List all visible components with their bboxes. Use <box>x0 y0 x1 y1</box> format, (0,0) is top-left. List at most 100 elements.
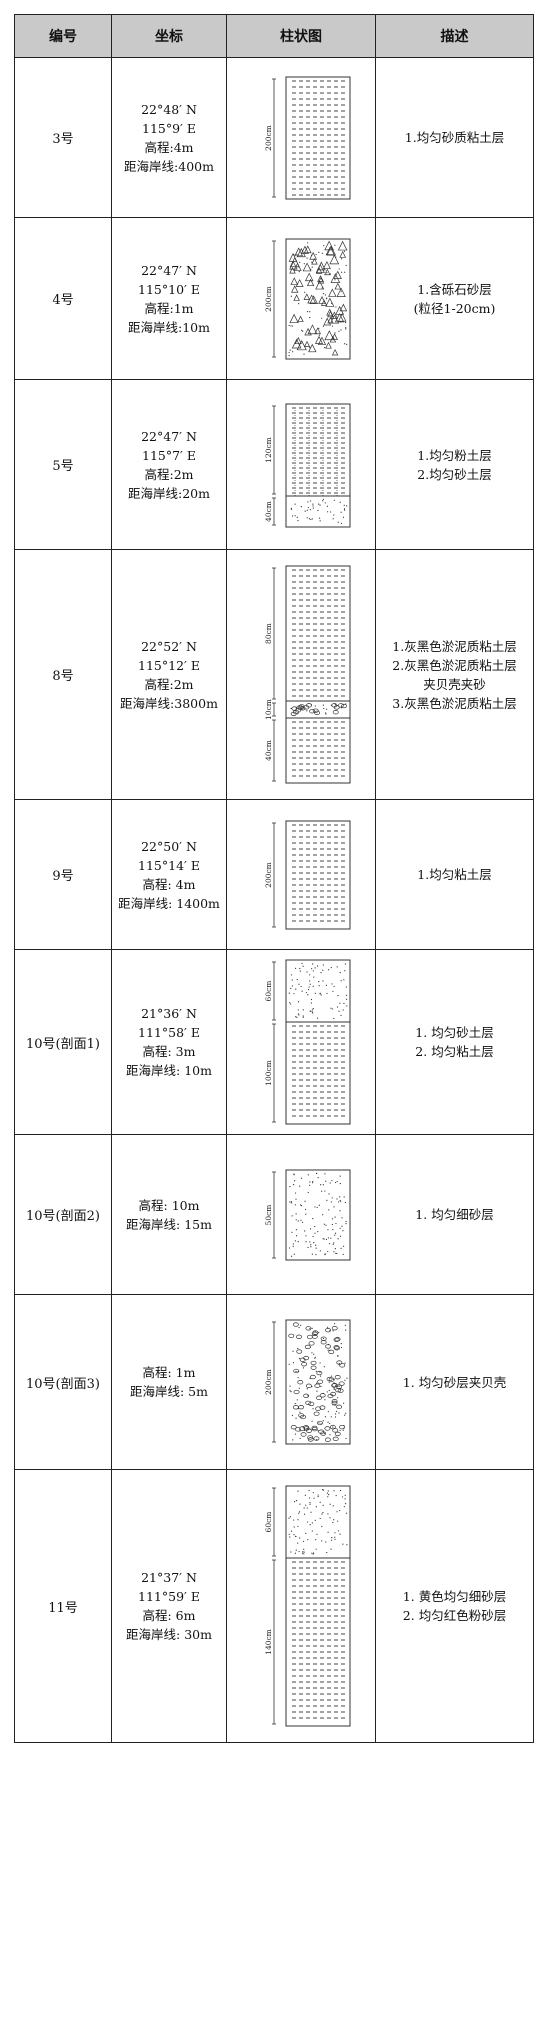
coordinate-line: 高程:1m <box>144 300 194 316</box>
table-row: 4号 22°47′ N 115°10′ E 高程:1m 距海岸线:10m 200cm 1.含… <box>14 217 534 380</box>
description-line: (粒径1-20cm) <box>413 300 496 316</box>
coordinate-line: 距海岸线: 1400m <box>118 895 220 911</box>
coordinate-line: 111°59′ E <box>138 1589 200 1604</box>
depth-label: 40cm <box>264 501 273 522</box>
description-line: 1. 黄色均匀细砂层 <box>402 1589 507 1604</box>
strata-column-diagram: 120cm 40cm <box>264 403 351 527</box>
strata-layer <box>285 700 351 718</box>
site-coordinates: 22°47′ N 115°10′ E 高程:1m 距海岸线:10m <box>111 217 227 380</box>
strata-column-diagram: 50cm <box>264 1169 351 1260</box>
layer-description: 1. 均匀细砂层 <box>375 1134 534 1295</box>
description-line: 2.均匀砂土层 <box>417 466 492 482</box>
coordinate-line: 高程: 1m <box>142 1365 196 1380</box>
site-code: 10号(剖面1) <box>14 949 112 1135</box>
header-column-chart: 柱状图 <box>226 14 376 58</box>
strata-layer <box>285 1021 351 1125</box>
description-line: 1.灰黑色淤泥质粘土层 <box>392 638 517 654</box>
strata-layer <box>285 717 351 783</box>
description-line: 1.含砾石砂层 <box>417 281 492 297</box>
site-code: 4号 <box>14 217 112 380</box>
coordinate-line: 高程: 10m <box>138 1197 200 1213</box>
layer-description: 1.均匀砂质粘土层 <box>375 57 534 218</box>
site-code: 11号 <box>14 1469 112 1743</box>
description-line: 2. 均匀红色粉砂层 <box>402 1608 507 1623</box>
depth-label: 140cm <box>264 1629 273 1655</box>
strata-layer <box>285 959 351 1023</box>
strata-layer <box>285 1169 351 1260</box>
header-code: 编号 <box>14 14 112 58</box>
site-coordinates: 22°52′ N 115°12′ E 高程:2m 距海岸线:3800m <box>111 549 227 800</box>
strata-column-cell: 60cm 100cm <box>226 949 376 1135</box>
coordinate-line: 高程:4m <box>144 139 194 155</box>
coordinate-line: 高程: 3m <box>142 1044 196 1059</box>
depth-label: 200cm <box>264 286 273 312</box>
strata-layer <box>285 403 351 496</box>
coordinate-line: 距海岸线: 30m <box>126 1627 212 1642</box>
coordinate-line: 22°48′ N <box>141 101 197 117</box>
strata-column-diagram: 200cm <box>264 238 351 359</box>
strata-column-diagram: 200cm <box>264 76 351 199</box>
strata-layer <box>285 76 351 199</box>
strata-layer <box>285 238 351 359</box>
coordinate-line: 距海岸线: 15m <box>126 1216 212 1232</box>
depth-label: 10cm <box>264 699 273 720</box>
layer-description: 1.均匀粉土层 2.均匀砂土层 <box>375 379 534 550</box>
strata-column-diagram: 60cm 100cm <box>264 959 351 1125</box>
strata-column-cell: 50cm <box>226 1134 376 1295</box>
description-line: 夹贝壳夹砂 <box>423 676 486 692</box>
depth-label: 60cm <box>264 981 273 1002</box>
description-line: 2. 均匀粘土层 <box>415 1044 494 1059</box>
coordinate-line: 距海岸线:3800m <box>120 695 218 711</box>
coordinate-line: 高程:2m <box>144 466 194 482</box>
strata-layer <box>285 1319 351 1445</box>
layer-description: 1. 均匀砂层夹贝壳 <box>375 1294 534 1470</box>
coordinate-line: 115°10′ E <box>138 281 200 297</box>
header-row: 编号 坐标 柱状图 描述 <box>14 14 534 58</box>
layer-description: 1.含砾石砂层 (粒径1-20cm) <box>375 217 534 380</box>
description-line: 1.均匀粉土层 <box>417 447 492 463</box>
coordinate-line: 22°47′ N <box>141 262 197 278</box>
depth-label: 200cm <box>264 125 273 151</box>
header-coords: 坐标 <box>111 14 227 58</box>
coordinate-line: 距海岸线:10m <box>128 319 210 335</box>
site-coordinates: 高程: 10m 距海岸线: 15m <box>111 1134 227 1295</box>
coordinate-line: 21°36′ N <box>141 1006 197 1021</box>
coordinate-line: 111°58′ E <box>138 1025 200 1040</box>
coordinate-line: 115°12′ E <box>138 657 200 673</box>
site-code: 8号 <box>14 549 112 800</box>
coordinate-line: 距海岸线: 10m <box>126 1063 212 1078</box>
depth-label: 50cm <box>264 1204 273 1225</box>
strata-column-cell: 200cm <box>226 1294 376 1470</box>
site-coordinates: 21°36′ N 111°58′ E 高程: 3m 距海岸线: 10m <box>111 949 227 1135</box>
strata-layer <box>285 1485 351 1559</box>
coordinate-line: 高程:2m <box>144 676 194 692</box>
strata-layer <box>285 565 351 701</box>
layer-description: 1.均匀粘土层 <box>375 799 534 950</box>
coordinate-line: 22°47′ N <box>141 428 197 444</box>
coordinate-line: 高程: 6m <box>142 1608 196 1623</box>
depth-label: 120cm <box>264 437 273 463</box>
depth-label: 200cm <box>264 1369 273 1395</box>
depth-label: 40cm <box>264 740 273 761</box>
coordinate-line: 22°52′ N <box>141 638 197 654</box>
description-line: 1. 均匀细砂层 <box>415 1207 494 1222</box>
strata-column-diagram: 200cm <box>264 820 351 929</box>
description-line: 1.均匀粘土层 <box>417 867 492 882</box>
layer-description: 1. 黄色均匀细砂层 2. 均匀红色粉砂层 <box>375 1469 534 1743</box>
coordinate-line: 21°37′ N <box>141 1570 197 1585</box>
depth-label: 100cm <box>264 1060 273 1086</box>
strata-column-cell: 200cm <box>226 217 376 380</box>
